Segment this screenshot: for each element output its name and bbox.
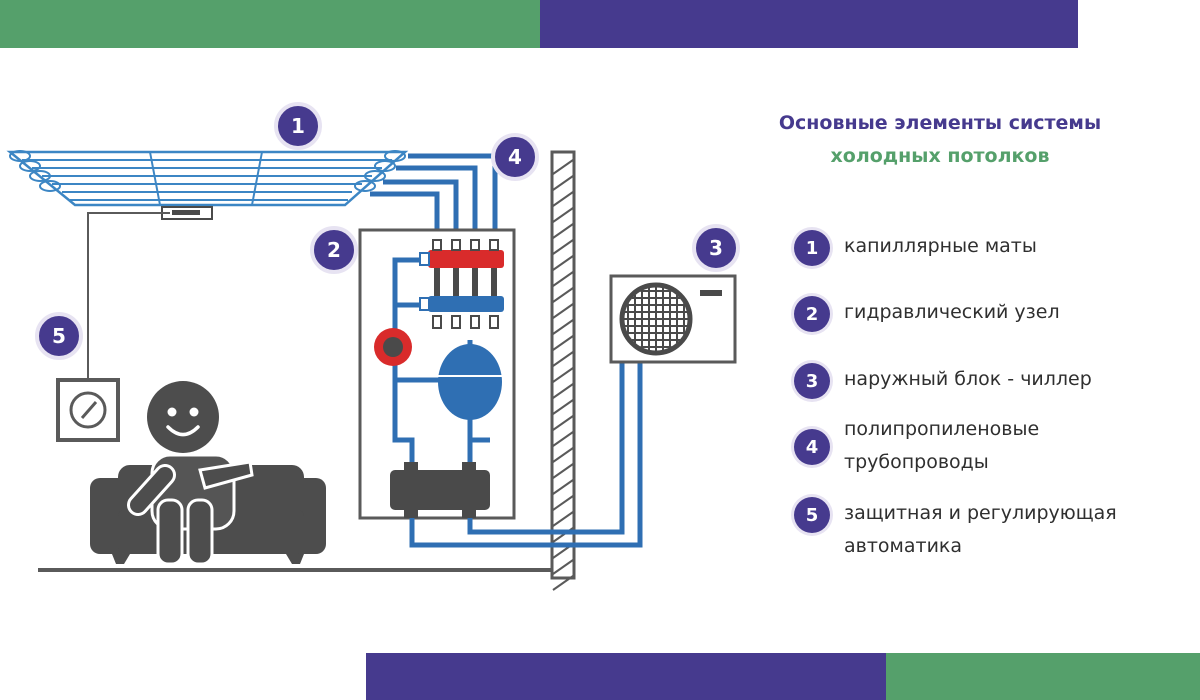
diagram-badge-1-text: 1 [291, 114, 305, 138]
wall-hatch-line [552, 431, 574, 447]
wall-hatch-line [552, 463, 574, 479]
diagram-badge-4: 4 [491, 133, 539, 181]
legend-badge-3: 3 [794, 363, 830, 399]
top-purple-bar [540, 0, 1078, 48]
legend-text-2-line-1: гидравлический узел [844, 301, 1060, 323]
legend-text-4: полипропиленовые трубопроводы [844, 413, 1039, 479]
wall-hatch-line [552, 447, 574, 463]
wall-hatch-line [552, 383, 574, 399]
legend-item-5: 5 защитная и регулирующая автоматика [790, 496, 1190, 566]
title-line-1: Основные элементы системы [778, 112, 1102, 134]
legend-item-1: 1 капиллярные маты [790, 229, 1190, 289]
wall-hatch-line [552, 271, 574, 287]
legend-text-3: наружный блок - чиллер [844, 363, 1092, 396]
legend-text-5-line-2: автоматика [844, 535, 963, 557]
diagram-badge-3-text: 3 [709, 236, 723, 260]
diagram-badge-3: 3 [692, 224, 740, 272]
wall-hatch-line [552, 495, 574, 511]
system-diagram: 1 2 3 4 5 [6, 102, 740, 591]
wall-hatch-line [552, 511, 574, 527]
legend-text-5-line-1: защитная и регулирующая [844, 502, 1117, 524]
title-line-2: холодных потолков [830, 145, 1050, 167]
legend-badge-1: 1 [794, 230, 830, 266]
wall-icon [550, 150, 576, 591]
pipework-outdoor [552, 362, 643, 548]
legend-badge-4: 4 [794, 429, 830, 465]
legend-text-5: защитная и регулирующая автоматика [844, 497, 1117, 563]
legend-text-2: гидравлический узел [844, 296, 1060, 329]
thermostat-icon [56, 378, 120, 442]
legend-text-3-line-1: наружный блок - чиллер [844, 368, 1092, 390]
wall-hatch-line [552, 575, 574, 591]
diagram-badge-2: 2 [310, 226, 358, 274]
wall-hatch-line [552, 159, 574, 175]
legend-text-1-line-1: капиллярные маты [844, 235, 1037, 257]
legend-badge-5: 5 [794, 497, 830, 533]
legend-badge-2: 2 [794, 296, 830, 332]
ceiling-sensor-icon [161, 206, 213, 220]
wall-hatch-line [552, 175, 574, 191]
circulation-pump-icon [374, 328, 412, 366]
wall-hatch-line [552, 399, 574, 415]
wall-hatch-line [552, 319, 574, 335]
wall-hatch-line [552, 303, 574, 319]
diagram-badge-2-text: 2 [327, 238, 341, 262]
legend-item-4: 4 полипропиленовые трубопроводы [790, 412, 1190, 482]
wall-hatch-line [552, 239, 574, 255]
chiller-icon [609, 274, 737, 364]
wall-hatch-line [552, 223, 574, 239]
diagram-badge-4-text: 4 [508, 145, 522, 169]
hydraulic-unit-icon [358, 228, 552, 548]
wall-hatch-line [552, 207, 574, 223]
diagram-badge-5-text: 5 [52, 324, 66, 348]
legend-text-1: капиллярные маты [844, 230, 1037, 263]
bottom-purple-bar [366, 653, 886, 700]
wall-hatch-line [552, 191, 574, 207]
wall-hatch-line [552, 335, 574, 351]
wall-hatch-line [552, 559, 574, 575]
legend-text-4-line-2: трубопроводы [844, 451, 989, 473]
person-on-sofa-icon [90, 381, 326, 566]
diagram-badge-5: 5 [35, 312, 83, 360]
diagram-badge-1: 1 [274, 102, 322, 150]
expansion-tank-icon [438, 344, 502, 420]
bottom-green-bar [886, 653, 1200, 700]
wall-hatch-line [552, 479, 574, 495]
control-wire [87, 212, 170, 380]
wall-hatch-line [552, 255, 574, 271]
legend-item-2: 2 гидравлический узел [790, 295, 1190, 355]
wall-hatch-line [552, 367, 574, 383]
heat-exchanger-icon [390, 462, 490, 518]
wall-hatch-line [552, 415, 574, 431]
capillary-mat-icon [6, 150, 409, 207]
top-green-bar [0, 0, 540, 48]
wall-hatch-line [552, 287, 574, 303]
legend-text-4-line-1: полипропиленовые [844, 418, 1040, 440]
wall-hatch-line [552, 351, 574, 367]
legend-item-3: 3 наружный блок - чиллер [790, 362, 1190, 422]
